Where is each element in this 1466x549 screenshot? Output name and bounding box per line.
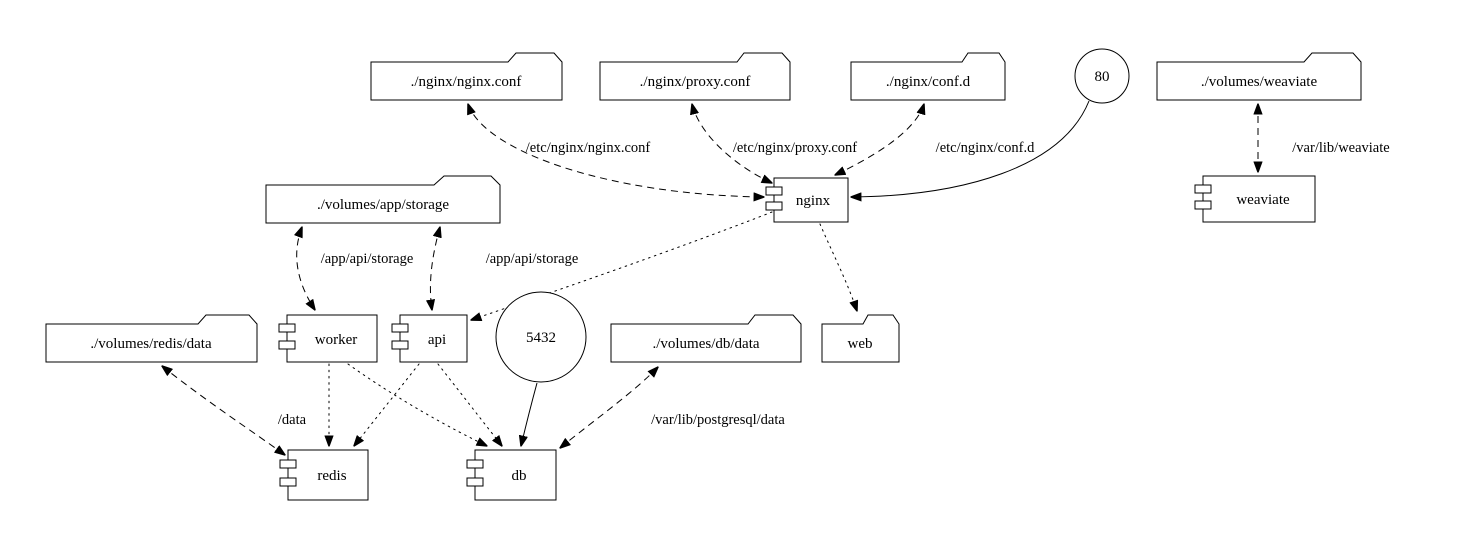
folder-icon — [599, 52, 791, 101]
component-box — [287, 449, 369, 501]
edge-nginx-web — [819, 223, 857, 311]
folder-node-volumes-app-storage: ./volumes/app/storage — [265, 175, 501, 224]
component-box — [286, 314, 378, 363]
component-tab-icon — [1194, 184, 1212, 194]
edge-port-5432-db — [521, 382, 538, 446]
node-label: ./volumes/db/data — [652, 336, 759, 352]
component-tab-icon — [466, 477, 484, 487]
component-tab-icon — [765, 186, 783, 196]
component-tab-icon — [391, 323, 409, 333]
node-label: weaviate — [1236, 192, 1290, 208]
component-node-nginx: nginx — [765, 177, 849, 223]
edge-label-api-storage-mount: /app/api/storage — [486, 251, 579, 267]
edge-api-redis — [354, 363, 420, 446]
node-label: ./nginx/conf.d — [886, 74, 971, 90]
folder-icon — [821, 314, 900, 363]
edge-label-worker-storage-mount: /app/api/storage — [321, 251, 414, 267]
edge-label-proxy-conf-mount: /etc/nginx/proxy.conf — [733, 140, 857, 156]
edge-api-db — [437, 363, 502, 446]
edge-conf-d-mount — [835, 104, 924, 175]
folder-icon — [45, 314, 258, 363]
component-box — [399, 314, 468, 363]
node-label: ./nginx/nginx.conf — [411, 74, 522, 90]
edge-label-weaviate-mount: /var/lib/weaviate — [1292, 140, 1389, 156]
component-tab-icon — [765, 201, 783, 211]
node-label: web — [848, 336, 873, 352]
edge-worker-storage-mount — [297, 227, 315, 310]
component-box — [1202, 175, 1316, 223]
folder-node-proxy-conf: ./nginx/proxy.conf — [599, 52, 791, 101]
edge-api-storage-mount — [430, 227, 440, 310]
edge-label-redis-mount: /data — [278, 412, 307, 428]
edge-labels: /etc/nginx/nginx.conf /etc/nginx/proxy.c… — [278, 140, 1390, 428]
edge-label-nginx-conf-mount: /etc/nginx/nginx.conf — [526, 140, 651, 156]
folder-node-conf-d: ./nginx/conf.d — [850, 52, 1006, 101]
node-label: 80 — [1095, 69, 1110, 85]
folder-node-web: web — [821, 314, 900, 363]
node-label: worker — [315, 332, 357, 348]
node-label: api — [428, 332, 446, 348]
component-node-api: api — [391, 314, 468, 363]
folder-node-volumes-redis-data: ./volumes/redis/data — [45, 314, 258, 363]
edge-port-80-nginx — [851, 100, 1090, 197]
node-label: ./volumes/app/storage — [317, 197, 449, 213]
component-node-worker: worker — [278, 314, 378, 363]
folder-icon — [610, 314, 802, 363]
port-circle-icon — [1074, 48, 1130, 104]
edge-worker-db — [347, 363, 487, 446]
component-node-db: db — [466, 449, 557, 501]
port-node-80: 80 — [1074, 48, 1130, 104]
component-box — [773, 177, 849, 223]
component-tab-icon — [466, 459, 484, 469]
node-label: redis — [317, 468, 346, 484]
edge-label-db-mount: /var/lib/postgresql/data — [651, 412, 785, 428]
folder-icon — [265, 175, 501, 224]
edge-redis-mount — [162, 366, 285, 455]
folder-icon — [850, 52, 1006, 101]
node-label: ./nginx/proxy.conf — [640, 74, 751, 90]
folder-node-volumes-db-data: ./volumes/db/data — [610, 314, 802, 363]
node-label: db — [512, 468, 527, 484]
port-node-5432: 5432 — [495, 291, 587, 383]
node-label: nginx — [796, 193, 831, 209]
component-box — [474, 449, 557, 501]
node-label: ./volumes/redis/data — [90, 336, 212, 352]
edge-nginx-api — [471, 211, 773, 320]
folder-icon — [1156, 52, 1362, 101]
component-tab-icon — [391, 340, 409, 350]
folder-node-nginx-conf: ./nginx/nginx.conf — [370, 52, 563, 101]
folder-node-volumes-weaviate: ./volumes/weaviate — [1156, 52, 1362, 101]
edge-db-mount — [560, 367, 658, 448]
port-circle-icon — [495, 291, 587, 383]
node-label: ./volumes/weaviate — [1201, 74, 1318, 90]
component-node-weaviate: weaviate — [1194, 175, 1316, 223]
edge-label-conf-d-mount: /etc/nginx/conf.d — [936, 140, 1035, 156]
edges — [162, 100, 1258, 455]
component-tab-icon — [278, 340, 296, 350]
component-node-redis: redis — [279, 449, 369, 501]
component-tab-icon — [279, 459, 297, 469]
folder-icon — [370, 52, 563, 101]
node-label: 5432 — [526, 330, 556, 346]
component-tab-icon — [279, 477, 297, 487]
component-tab-icon — [1194, 200, 1212, 210]
component-tab-icon — [278, 323, 296, 333]
